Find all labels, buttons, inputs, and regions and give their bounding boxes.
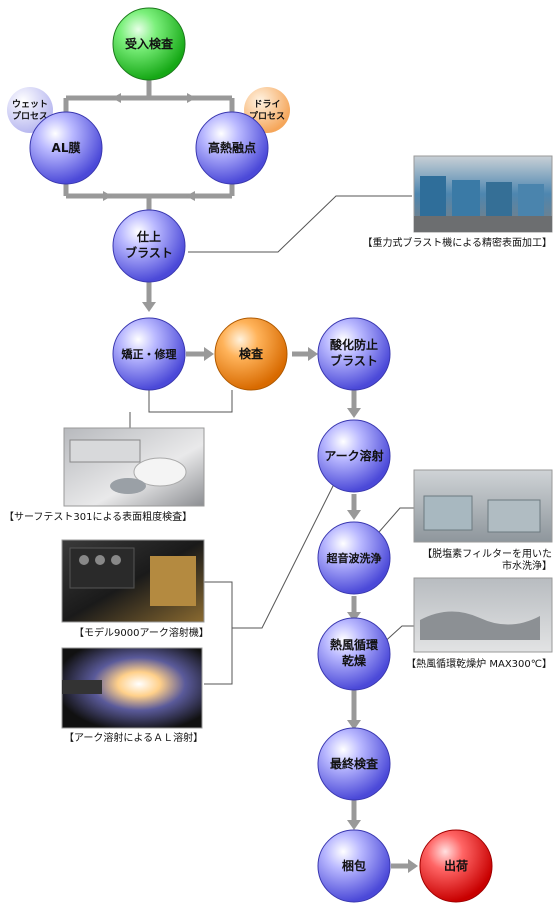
arrow-right xyxy=(187,93,196,103)
node-inspection: 検査 xyxy=(214,317,288,391)
node-final-inspection: 最終検査 xyxy=(317,727,391,801)
node-label: ブラスト xyxy=(125,245,173,260)
caption-model9000: 【モデル9000アーク溶射機】 xyxy=(74,626,209,639)
badge-line: ウェット xyxy=(12,99,48,110)
arrow-left xyxy=(186,191,195,201)
callout-lines xyxy=(129,195,414,685)
node-label: 超音波洗浄 xyxy=(326,551,382,565)
node-label: 矯正・修理 xyxy=(122,347,177,361)
callout-line xyxy=(371,507,414,541)
badge-line: プロセス xyxy=(12,110,48,122)
node-label: ブラスト xyxy=(330,353,378,368)
photo-gravity-blast-machine xyxy=(413,155,553,233)
arrow-down xyxy=(347,408,361,418)
node-arc-spray: アーク溶射 xyxy=(317,419,391,493)
caption-surftest: 【サーフテスト301による表面粗度検査】 xyxy=(4,510,192,523)
callout-line xyxy=(188,195,412,253)
node-label: AL膜 xyxy=(52,140,81,155)
arrow-down xyxy=(347,510,361,520)
photo-hot-air-oven xyxy=(413,577,553,653)
node-label: 高熱融点 xyxy=(208,140,256,155)
node-label: 仕上 xyxy=(136,229,161,244)
node-anti-oxidation-blast: 酸化防止 ブラスト xyxy=(317,317,391,391)
arrow-right xyxy=(308,347,318,361)
badge-line: ドライ xyxy=(253,99,280,110)
arrow-left xyxy=(112,93,121,103)
node-label: 乾燥 xyxy=(342,653,367,668)
node-receive-inspection: 受入検査 xyxy=(112,7,186,81)
callout-line xyxy=(232,479,337,629)
node-finish-blast: 仕上 ブラスト xyxy=(112,209,186,283)
callout-line xyxy=(148,390,233,413)
arrow-down xyxy=(347,612,361,622)
caption-desalination: 市水洗浄】 xyxy=(502,559,552,572)
caption-desalination: 【脱塩素フィルターを用いた xyxy=(422,547,552,560)
arrowheads xyxy=(103,93,418,873)
photo-arc-al-spray xyxy=(61,647,203,729)
photo-model9000 xyxy=(61,539,205,623)
photo-desalination-washing xyxy=(413,469,553,543)
arrow-down xyxy=(142,302,156,312)
node-label: アーク溶射 xyxy=(324,448,383,463)
photo-surftest xyxy=(63,427,205,507)
arrow-down xyxy=(347,820,361,830)
arrow-right xyxy=(204,347,214,361)
node-al-film: AL膜 xyxy=(29,111,103,185)
badge-line: プロセス xyxy=(249,110,285,122)
node-label: 出荷 xyxy=(444,858,468,873)
node-label: 最終検査 xyxy=(330,756,379,771)
node-label: 検査 xyxy=(239,346,264,361)
caption-hot-air-furnace: 【熱風循環乾燥炉 MAX300℃】 xyxy=(406,657,552,670)
caption-gravity-blast: 【重力式ブラスト機による精密表面加工】 xyxy=(363,236,553,249)
arrow-right xyxy=(103,191,112,201)
arrow-right xyxy=(408,859,418,873)
node-label: 熱風循環 xyxy=(330,637,379,652)
node-high-melting: 高熱融点 xyxy=(195,111,269,185)
node-packing: 梱包 xyxy=(317,829,391,903)
callout-line xyxy=(204,581,233,685)
node-label: 梱包 xyxy=(342,858,366,873)
node-ultrasonic-cleaning: 超音波洗浄 xyxy=(317,521,391,595)
caption-arc-al-spray: 【アーク溶射によるＡＬ溶射】 xyxy=(64,731,203,744)
arrow-down xyxy=(347,720,361,730)
node-label: 酸化防止 xyxy=(330,337,378,352)
node-hot-air-drying: 熱風循環 乾燥 xyxy=(317,617,391,691)
node-shipping: 出荷 xyxy=(419,829,493,903)
node-label: 受入検査 xyxy=(125,36,174,51)
node-correction-repair: 矯正・修理 xyxy=(112,317,186,391)
